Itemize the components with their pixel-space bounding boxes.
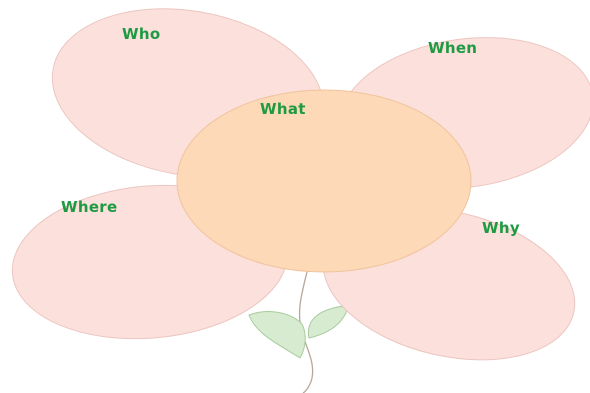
label-who: Who [122,25,160,43]
stem [298,267,314,393]
flower-center [176,89,472,273]
label-where: Where [61,198,117,216]
label-what: What [260,100,306,118]
label-when: When [428,39,477,57]
label-why: Why [482,219,520,237]
leaf-right [307,305,349,339]
leaf-left [248,311,306,359]
